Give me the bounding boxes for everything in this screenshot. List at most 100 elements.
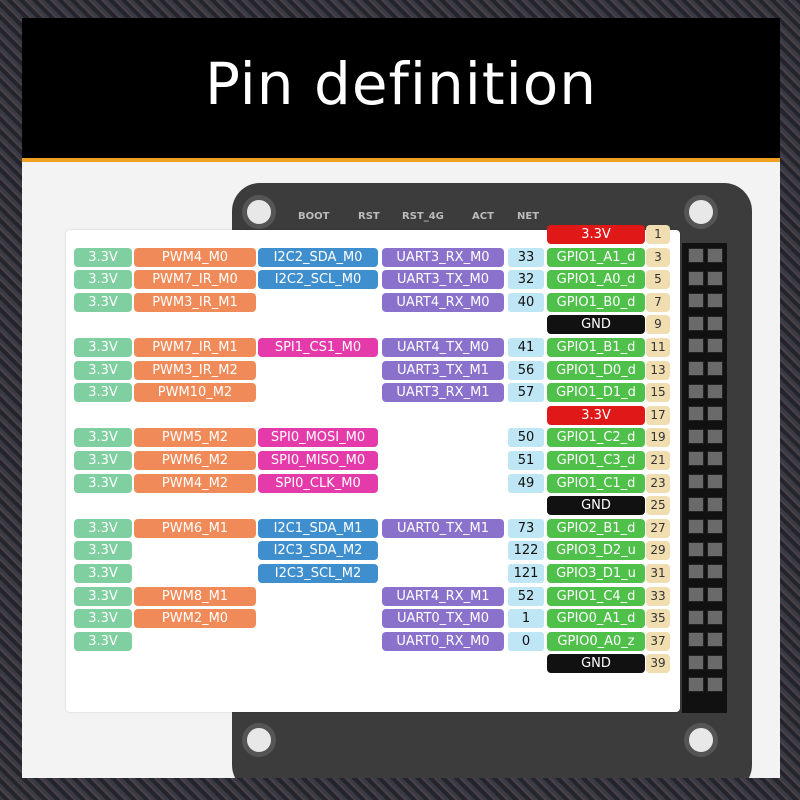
- uart-label: UART4_RX_M0: [382, 292, 504, 312]
- gpio-name-label: GPIO2_B1_d: [547, 518, 645, 538]
- uart-label: UART4_RX_M1: [382, 586, 504, 606]
- spi-label: SPI1_CS1_M0: [258, 338, 378, 357]
- gpio-name-label: GPIO1_C1_d: [547, 473, 645, 493]
- gpio-number-label: 33: [508, 247, 544, 267]
- i2c-label: I2C3_SDA_M2: [258, 541, 378, 561]
- header-pin: [707, 406, 723, 422]
- header-pin: [688, 451, 704, 467]
- pin-number-label: 13: [646, 360, 670, 380]
- header-pin: [707, 270, 723, 286]
- gpio-header-connector: [682, 243, 727, 713]
- pin-number-label: 33: [646, 586, 670, 606]
- uart-label: UART3_RX_M0: [382, 247, 504, 267]
- header-pin: [707, 293, 723, 309]
- pin-number-label: 29: [646, 541, 670, 561]
- pin-number-label: 37: [646, 631, 670, 651]
- uart-label: UART0_RX_M0: [382, 631, 504, 651]
- spi-label: SPI0_CLK_M0: [258, 473, 378, 493]
- header-pin: [707, 632, 723, 648]
- header-pin-pair: [685, 290, 725, 309]
- power-label: 3.3V: [74, 383, 132, 403]
- header-pin: [688, 587, 704, 602]
- header-pin-pair: [685, 539, 725, 558]
- header-pin: [688, 361, 704, 376]
- pin-number-label: 9: [646, 315, 670, 335]
- header-pin-pair: [685, 516, 725, 535]
- header-pin-pair: [685, 629, 725, 648]
- pin-number-label: 17: [646, 405, 670, 425]
- header-pin: [707, 451, 723, 467]
- gpio-name-label: GND: [547, 315, 645, 335]
- header-pin-pair: [685, 494, 725, 513]
- pin-number-label: 21: [646, 451, 670, 470]
- header-pin: [707, 496, 723, 512]
- pin-number-label: 15: [646, 383, 670, 403]
- header-pin: [688, 654, 704, 670]
- gpio-name-label: GPIO3_D1_u: [547, 564, 645, 583]
- gpio-name-label: GPIO0_A0_z: [547, 631, 645, 651]
- gpio-name-label: GPIO3_D2_u: [547, 541, 645, 561]
- pwm-label: PWM6_M1: [134, 518, 256, 538]
- gpio-number-label: 0: [508, 631, 544, 651]
- header-pin: [688, 474, 704, 489]
- gpio-number-label: 57: [508, 383, 544, 403]
- header-pin: [688, 338, 704, 354]
- gpio-number-label: 32: [508, 270, 544, 290]
- power-label: 3.3V: [74, 292, 132, 312]
- header-pin: [707, 361, 723, 376]
- power-label: 3.3V: [74, 541, 132, 561]
- header-pin-pair: [685, 268, 725, 287]
- gpio-number-label: 50: [508, 428, 544, 448]
- board-label-act: ACT: [472, 211, 494, 222]
- gpio-name-label: GPIO1_C2_d: [547, 428, 645, 448]
- gpio-name-label: GND: [547, 496, 645, 516]
- header-pin: [707, 338, 723, 354]
- mount-hole: [684, 723, 718, 757]
- pwm-label: PWM4_M0: [134, 247, 256, 267]
- gpio-name-label: GPIO0_A1_d: [547, 609, 645, 629]
- power-label: 3.3V: [74, 247, 132, 267]
- pin-number-label: 5: [646, 270, 670, 290]
- pwm-label: PWM8_M1: [134, 586, 256, 606]
- uart-label: UART4_TX_M0: [382, 338, 504, 357]
- header-pin: [707, 428, 723, 444]
- gpio-name-label: GPIO1_A1_d: [547, 247, 645, 267]
- pin-number-label: 27: [646, 518, 670, 538]
- gpio-number-label: 56: [508, 360, 544, 380]
- gpio-name-label: GPIO1_A0_d: [547, 270, 645, 290]
- mount-hole: [242, 195, 276, 229]
- header-pin: [707, 564, 723, 580]
- pwm-label: PWM4_M2: [134, 473, 256, 493]
- header-pin: [688, 248, 704, 263]
- header-pin-pair: [685, 426, 725, 445]
- power-label: 3.3V: [74, 586, 132, 606]
- header-pin-pair: [685, 674, 725, 693]
- i2c-label: I2C1_SDA_M1: [258, 518, 378, 538]
- gpio-name-label: GPIO1_D0_d: [547, 360, 645, 380]
- pwm-label: PWM5_M2: [134, 428, 256, 448]
- gpio-number-label: 51: [508, 451, 544, 470]
- power-label: 3.3V: [74, 631, 132, 651]
- header-pin: [707, 609, 723, 625]
- header-pin: [688, 519, 704, 535]
- header-pin-pair: [685, 561, 725, 580]
- pin-number-label: 1: [646, 225, 670, 244]
- header-pin-pair: [685, 381, 725, 400]
- power-label: 3.3V: [74, 473, 132, 493]
- header-pin: [688, 564, 704, 580]
- pwm-label: PWM7_IR_M0: [134, 270, 256, 290]
- spi-label: SPI0_MOSI_M0: [258, 428, 378, 448]
- i2c-label: I2C2_SCL_M0: [258, 270, 378, 290]
- board-label-rst-4g: RST_4G: [402, 211, 444, 222]
- pwm-label: PWM3_IR_M2: [134, 360, 256, 380]
- gpio-number-label: 49: [508, 473, 544, 493]
- i2c-label: I2C3_SCL_M2: [258, 564, 378, 583]
